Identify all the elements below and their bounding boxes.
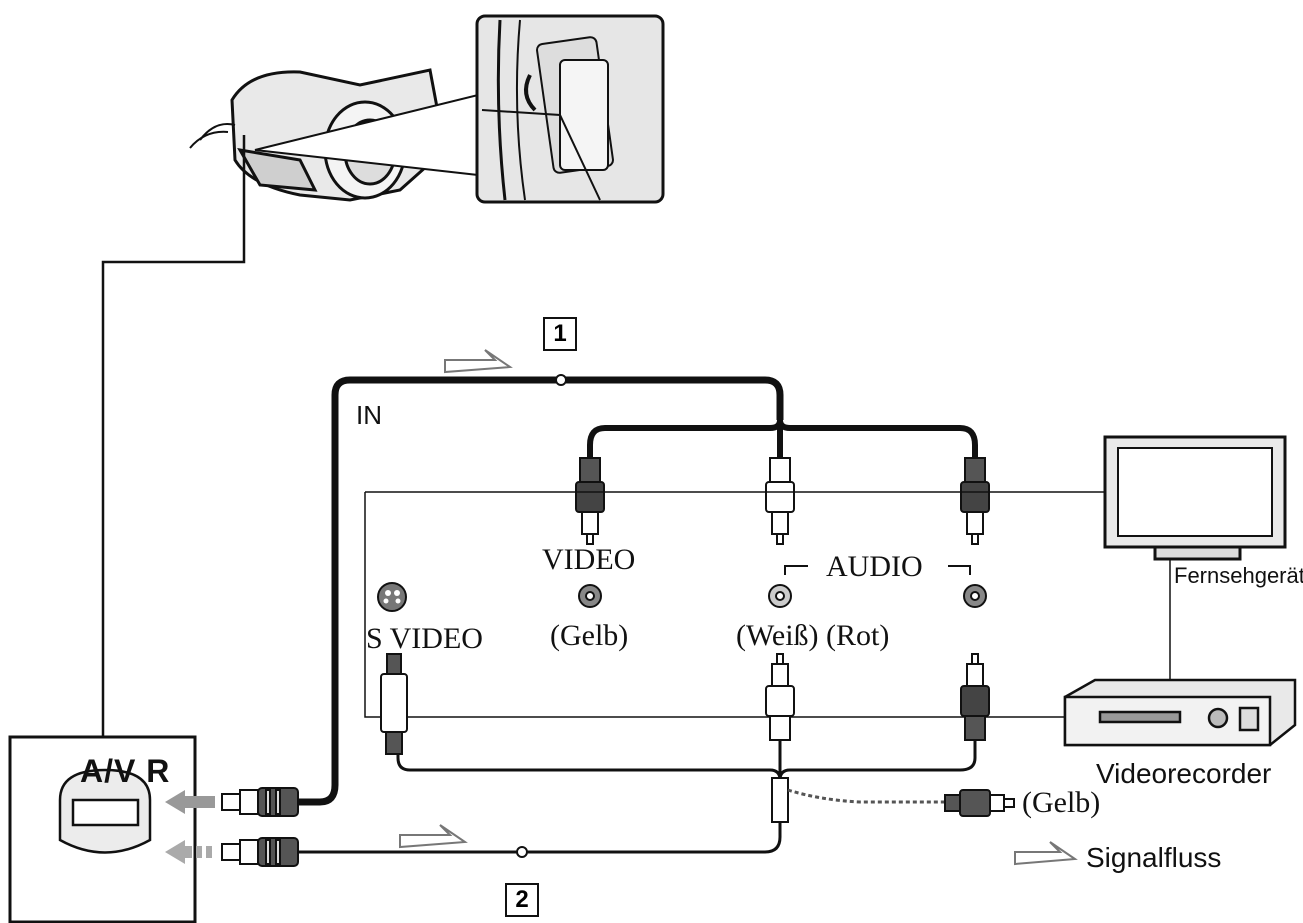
video-label: VIDEO	[542, 543, 636, 576]
rca-plug-icon	[575, 457, 605, 545]
rca-jack-icon	[963, 584, 987, 608]
in-label: IN	[356, 400, 382, 430]
audio-label: AUDIO	[826, 550, 923, 583]
cable-1-branches	[587, 419, 978, 462]
gelb-plug-label: (Gelb)	[1022, 786, 1101, 819]
memory-card-inset-icon	[475, 14, 665, 204]
s-video-label: S VIDEO	[366, 622, 483, 655]
cable-1	[298, 376, 784, 806]
cable-1-number: 1	[543, 317, 577, 351]
rca-plug-icon	[765, 653, 795, 741]
signal-arrow-icon	[444, 349, 513, 374]
tv-connection-line	[364, 491, 1105, 718]
rca-plug-icon	[960, 653, 990, 741]
tv-icon	[1103, 435, 1287, 561]
input-arrow-solid	[165, 790, 215, 814]
audio-bracket	[784, 565, 971, 575]
signal-arrow-icon	[1014, 841, 1078, 866]
s-video-plug-icon	[380, 653, 408, 755]
yellow-plug-lead	[787, 788, 945, 804]
rca-jack-icon	[578, 584, 602, 608]
input-arrow-dashed	[165, 840, 212, 864]
av-plug-2	[221, 837, 299, 867]
rca-jack-icon	[768, 584, 792, 608]
cable-1-marker	[555, 374, 567, 386]
cable-2-junction	[771, 777, 789, 823]
rca-plug-icon	[765, 457, 795, 545]
signal-arrow-icon	[399, 824, 468, 849]
rca-plug-icon	[960, 457, 990, 545]
s-video-jack-icon	[377, 582, 407, 612]
weiss-rot-label: (Weiß) (Rot)	[736, 619, 890, 652]
cable-2	[298, 820, 782, 854]
cable-2-branches	[396, 740, 977, 781]
av-r-label: A/V R	[80, 753, 171, 789]
gelb-label: (Gelb)	[550, 619, 629, 652]
vcr-icon	[1063, 678, 1297, 747]
cable-2-number: 2	[505, 883, 539, 917]
camcorder-link-wire	[101, 135, 246, 738]
fernsehgeraete-label: Fernsehgeräte	[1174, 563, 1303, 588]
av-plug-1	[221, 787, 299, 817]
videorecorder-label: Videorecorder	[1096, 758, 1272, 789]
cable-2-marker	[516, 846, 528, 858]
signalfluss-label: Signalfluss	[1086, 842, 1222, 873]
av-remote-jack-icon	[8, 735, 197, 923]
rca-plug-icon	[944, 789, 1015, 817]
